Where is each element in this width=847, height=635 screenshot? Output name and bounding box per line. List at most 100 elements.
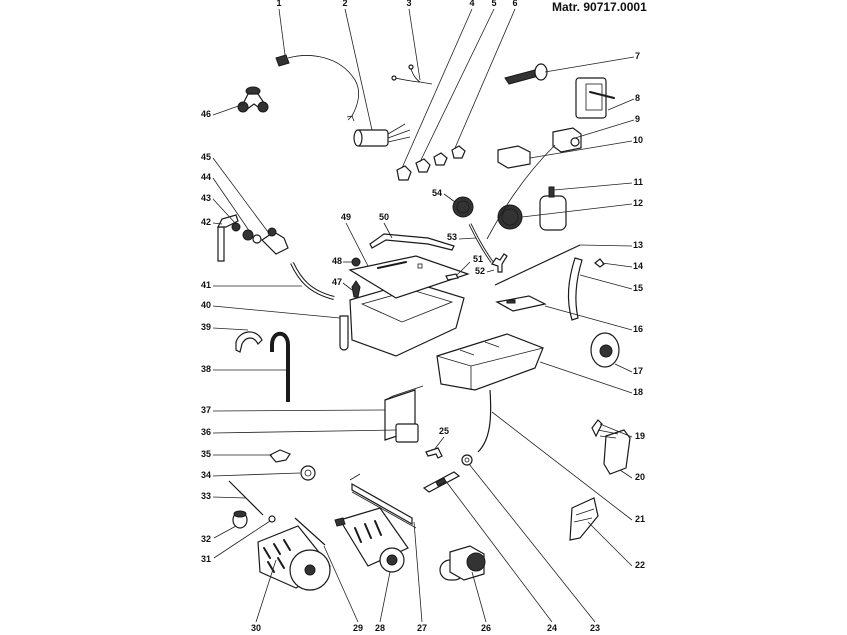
part-30-drum-filter[interactable]	[257, 525, 331, 591]
part-label-7[interactable]: 7	[635, 51, 640, 61]
part-10-relay[interactable]	[497, 145, 531, 169]
part-5-clip[interactable]	[415, 158, 431, 173]
part-7-terminal-block[interactable]	[504, 63, 548, 85]
part-44-washer[interactable]	[242, 229, 262, 244]
part-label-9[interactable]: 9	[635, 114, 640, 124]
part-41-inlet-hose[interactable]	[290, 262, 335, 300]
part-48-cable-clip[interactable]	[351, 257, 361, 267]
part-24-thermostat[interactable]	[422, 471, 461, 493]
part-32-bush[interactable]	[232, 510, 248, 529]
part-label-23[interactable]: 23	[590, 623, 600, 633]
part-label-53[interactable]: 53	[447, 232, 457, 242]
part-4-clip[interactable]	[396, 165, 412, 181]
part-23-grommet[interactable]	[461, 454, 473, 466]
part-13-rod[interactable]	[494, 244, 581, 286]
part-label-19[interactable]: 19	[635, 431, 645, 441]
part-43-filter[interactable]	[231, 222, 241, 232]
part-label-26[interactable]: 26	[481, 623, 491, 633]
part-label-44[interactable]: 44	[201, 172, 211, 182]
part-2-capacitor[interactable]	[353, 123, 411, 147]
part-3-jumper[interactable]	[391, 64, 433, 85]
part-12-pressure-switch[interactable]	[497, 204, 523, 230]
part-label-4[interactable]: 4	[469, 0, 474, 8]
part-8-timer[interactable]	[575, 77, 615, 119]
part-11-condenser[interactable]	[539, 186, 567, 231]
part-label-20[interactable]: 20	[635, 472, 645, 482]
part-54-level-switch[interactable]	[452, 196, 474, 218]
part-20-door-hinge[interactable]	[597, 429, 631, 475]
part-label-38[interactable]: 38	[201, 364, 211, 374]
part-label-27[interactable]: 27	[417, 623, 427, 633]
part-label-41[interactable]: 41	[201, 280, 211, 290]
part-28-motor[interactable]	[334, 507, 409, 573]
part-15-bracket[interactable]	[567, 257, 583, 321]
part-label-32[interactable]: 32	[201, 534, 211, 544]
part-label-12[interactable]: 12	[633, 198, 643, 208]
part-label-36[interactable]: 36	[201, 427, 211, 437]
part-label-34[interactable]: 34	[201, 470, 211, 480]
part-39-hose-guide[interactable]	[235, 331, 263, 353]
part-40-tray[interactable]	[339, 281, 465, 357]
part-label-39[interactable]: 39	[201, 322, 211, 332]
part-label-49[interactable]: 49	[341, 212, 351, 222]
part-label-37[interactable]: 37	[201, 405, 211, 415]
part-label-17[interactable]: 17	[633, 366, 643, 376]
part-34-grommet[interactable]	[300, 465, 316, 481]
part-label-47[interactable]: 47	[332, 277, 342, 287]
part-label-43[interactable]: 43	[201, 193, 211, 203]
part-label-29[interactable]: 29	[353, 623, 363, 633]
part-45-solenoid-valve[interactable]	[261, 227, 289, 255]
part-18-dispenser[interactable]	[436, 333, 544, 391]
part-25-spring-clip[interactable]	[425, 447, 443, 459]
part-label-40[interactable]: 40	[201, 300, 211, 310]
part-16-dispenser-lid[interactable]	[495, 295, 547, 312]
part-42-elbow-pipe[interactable]	[217, 214, 239, 262]
part-51-cover-hinge[interactable]	[445, 273, 459, 281]
part-label-30[interactable]: 30	[251, 623, 261, 633]
part-label-24[interactable]: 24	[547, 623, 557, 633]
part-label-54[interactable]: 54	[432, 188, 442, 198]
part-label-51[interactable]: 51	[473, 254, 483, 264]
part-label-14[interactable]: 14	[633, 261, 643, 271]
part-36-control-front[interactable]	[395, 423, 419, 443]
part-label-31[interactable]: 31	[201, 554, 211, 564]
part-label-28[interactable]: 28	[375, 623, 385, 633]
part-31-nut[interactable]	[268, 515, 276, 523]
part-label-25[interactable]: 25	[439, 426, 449, 436]
part-label-8[interactable]: 8	[635, 93, 640, 103]
part-label-45[interactable]: 45	[201, 152, 211, 162]
part-label-50[interactable]: 50	[379, 212, 389, 222]
part-label-16[interactable]: 16	[633, 324, 643, 334]
part-label-10[interactable]: 10	[633, 135, 643, 145]
part-1-power-cord[interactable]	[275, 54, 360, 122]
part-label-11[interactable]: 11	[633, 177, 643, 187]
part-35-clamp[interactable]	[269, 449, 291, 463]
part-38-drain-hose[interactable]	[270, 331, 290, 402]
part-17-door-lock[interactable]	[590, 332, 620, 368]
part-label-3[interactable]: 3	[406, 0, 411, 8]
part-22-door-catch[interactable]	[569, 497, 599, 541]
part-47-fastener[interactable]	[351, 280, 361, 298]
part-label-52[interactable]: 52	[475, 266, 485, 276]
part-label-33[interactable]: 33	[201, 491, 211, 501]
part-label-21[interactable]: 21	[635, 514, 645, 524]
part-53-air-tube[interactable]	[468, 223, 494, 263]
part-19-hinge-pin[interactable]	[591, 419, 603, 438]
part-27-heating-element[interactable]	[349, 473, 417, 529]
part-label-46[interactable]: 46	[201, 109, 211, 119]
part-49-top-cover[interactable]	[348, 255, 470, 299]
part-5b-clip[interactable]	[433, 152, 448, 166]
part-21-dispenser-hose[interactable]	[477, 389, 492, 453]
part-label-15[interactable]: 15	[633, 283, 643, 293]
part-label-13[interactable]: 13	[633, 240, 643, 250]
part-label-48[interactable]: 48	[332, 256, 342, 266]
part-50-seal[interactable]	[369, 233, 455, 251]
part-52-y-fitting[interactable]	[491, 253, 508, 273]
part-label-5[interactable]: 5	[491, 0, 496, 8]
part-label-42[interactable]: 42	[201, 217, 211, 227]
part-29-belt[interactable]	[294, 517, 326, 546]
part-label-1[interactable]: 1	[276, 0, 281, 8]
part-46-y-connector[interactable]	[237, 86, 269, 113]
part-label-35[interactable]: 35	[201, 449, 211, 459]
part-label-18[interactable]: 18	[633, 387, 643, 397]
